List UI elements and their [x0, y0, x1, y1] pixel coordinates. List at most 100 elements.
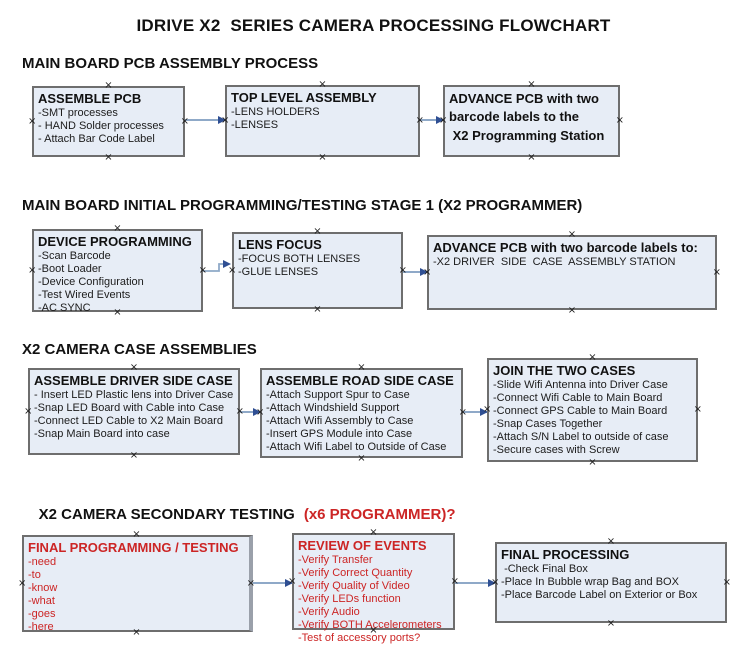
box-item: -Verify Transfer: [298, 553, 373, 566]
connection-handle-right[interactable]: ×: [615, 115, 624, 126]
box-items: -Scan Barcode-Boot Loader-Device Configu…: [38, 250, 197, 315]
connection-handle-right[interactable]: ×: [450, 575, 459, 587]
flow-arrow: [185, 116, 226, 124]
connection-handle-top[interactable]: ×: [318, 79, 327, 90]
connection-handle-left[interactable]: ×: [24, 405, 33, 417]
box-item: -LENSES: [231, 118, 279, 131]
box-item: -Place Barcode Label on Exterior or Box: [501, 588, 698, 601]
box-title: FINAL PROCESSING: [501, 547, 630, 562]
connection-handle-bottom[interactable]: ×: [113, 307, 122, 318]
flow-arrow: [420, 116, 444, 124]
connection-handle-bottom[interactable]: ×: [527, 152, 536, 163]
box-item: -Place In Bubble wrap Bag and BOX: [501, 575, 679, 588]
connection-handle-top[interactable]: ×: [567, 229, 577, 240]
connection-handle-right[interactable]: ×: [246, 577, 255, 589]
connection-handle-top[interactable]: ×: [588, 352, 597, 363]
flow-arrow: [463, 408, 488, 416]
connection-handle-top[interactable]: ×: [113, 223, 122, 234]
connection-handle-right[interactable]: ×: [693, 404, 702, 415]
connection-handle-bottom[interactable]: ×: [313, 304, 322, 315]
box-item: -to: [28, 568, 41, 581]
connection-handle-right[interactable]: ×: [235, 405, 244, 417]
section-header-case-assemblies: X2 CAMERA CASE ASSEMBLIES: [22, 341, 257, 358]
connection-handle-bottom[interactable]: ×: [357, 453, 366, 464]
box-item: - Insert LED Plastic lens into Driver Ca…: [34, 388, 234, 401]
box-item: -SMT processes: [38, 106, 118, 119]
flow-box-advance-pcb-to-programming-station[interactable]: × × × × ADVANCE PCB with two barcode lab…: [439, 80, 624, 163]
connection-handle-right[interactable]: ×: [198, 264, 207, 276]
connection-handle-bottom[interactable]: ×: [606, 618, 616, 629]
box-title: FINAL PROGRAMMING / TESTING: [28, 540, 239, 555]
box-item: -Boot Loader: [38, 262, 102, 275]
flow-box-assemble-pcb[interactable]: × × × × ASSEMBLE PCB -SMT processes- HAN…: [28, 81, 189, 163]
connection-handle-left[interactable]: ×: [28, 264, 37, 276]
box-items: -X2 DRIVER SIDE CASE ASSEMBLY STATION: [433, 256, 711, 269]
box-item: -know: [28, 581, 58, 594]
flow-box-assemble-road-side-case[interactable]: × × × × ASSEMBLE ROAD SIDE CASE -Attach …: [256, 363, 467, 464]
box-item: -Connect Wifi Cable to Main Board: [493, 391, 663, 404]
box-item: -Verify Audio: [298, 605, 360, 618]
box-items: -Attach Support Spur to Case-Attach Wind…: [266, 389, 457, 454]
connection-handle-top[interactable]: ×: [369, 527, 378, 538]
flow-box-lens-focus[interactable]: × × × × LENS FOCUS -FOCUS BOTH LENSES-GL…: [228, 227, 407, 315]
box-item: -Attach S/N Label to outside of case: [493, 430, 669, 443]
box-item: -need: [28, 555, 57, 568]
connection-handle-bottom[interactable]: ×: [132, 627, 141, 638]
connection-handle-top[interactable]: ×: [104, 80, 113, 91]
section-header-black-part: X2 CAMERA SECONDARY TESTING: [38, 506, 295, 523]
connection-handle-left[interactable]: ×: [221, 115, 230, 126]
connection-handle-bottom[interactable]: ×: [129, 450, 139, 461]
box-items: - Insert LED Plastic lens into Driver Ca…: [34, 389, 234, 441]
box-item: -Attach Wifi Assembly to Case: [266, 414, 414, 427]
box-item: -Verify BOTH Accelerometers: [298, 618, 442, 631]
connection-handle-bottom[interactable]: ×: [567, 305, 577, 316]
box-title: REVIEW OF EVENTS: [298, 538, 427, 553]
flow-box-review-of-events[interactable]: × × × × REVIEW OF EVENTS -Verify Transfe…: [288, 528, 459, 644]
flow-box-final-programming-testing[interactable]: × × × × FINAL PROGRAMMING / TESTING -nee…: [18, 530, 255, 638]
flow-arrow-elbow: [203, 260, 231, 272]
connection-handle-left[interactable]: ×: [483, 404, 492, 415]
connection-handle-right[interactable]: ×: [180, 115, 189, 127]
connection-handle-top[interactable]: ×: [132, 529, 141, 540]
section-header-secondary-testing: X2 CAMERA SECONDARY TESTING (x6 PROGRAMME…: [22, 489, 456, 540]
flow-box-final-processing[interactable]: × × × × FINAL PROCESSING -Check Final Bo…: [491, 537, 731, 629]
connection-handle-top[interactable]: ×: [527, 79, 536, 90]
connection-handle-right[interactable]: ×: [712, 266, 721, 278]
connection-handle-left[interactable]: ×: [423, 266, 432, 278]
flow-box-join-the-two-cases[interactable]: × × × × JOIN THE TWO CASES -Slide Wifi A…: [483, 353, 702, 468]
connection-handle-right[interactable]: ×: [722, 576, 731, 588]
connection-handle-bottom[interactable]: ×: [588, 457, 597, 468]
connection-handle-right[interactable]: ×: [398, 264, 407, 276]
connection-handle-left[interactable]: ×: [18, 577, 27, 589]
connection-handle-bottom[interactable]: ×: [369, 625, 378, 636]
box-item: -Attach Windshield Support: [266, 401, 400, 414]
box-items: -Slide Wifi Antenna into Driver Case-Con…: [493, 379, 692, 457]
connection-handle-right[interactable]: ×: [415, 115, 424, 126]
connection-handle-left[interactable]: ×: [439, 115, 448, 126]
box-item: -AC SYNC: [38, 301, 91, 314]
connection-handle-top[interactable]: ×: [129, 362, 139, 373]
section-header-pcb-assembly: MAIN BOARD PCB ASSEMBLY PROCESS: [22, 55, 319, 72]
flow-box-top-level-assembly[interactable]: × × × × TOP LEVEL ASSEMBLY -LENS HOLDERS…: [221, 80, 424, 163]
connection-handle-bottom[interactable]: ×: [104, 152, 113, 163]
connection-handle-left[interactable]: ×: [288, 575, 297, 587]
connection-handle-left[interactable]: ×: [256, 407, 265, 418]
section-header-red-part: (x6 PROGRAMMER)?: [303, 506, 456, 523]
connection-handle-left[interactable]: ×: [491, 576, 500, 588]
box-item: -Snap Cases Together: [493, 417, 603, 430]
connection-handle-left[interactable]: ×: [28, 115, 37, 127]
connection-handle-bottom[interactable]: ×: [318, 152, 327, 163]
flow-box-assemble-driver-side-case[interactable]: × × × × ASSEMBLE DRIVER SIDE CASE - Inse…: [24, 363, 244, 461]
connection-handle-right[interactable]: ×: [458, 407, 467, 418]
flow-box-advance-pcb-to-case-assembly[interactable]: × × × × ADVANCE PCB with two barcode lab…: [423, 230, 721, 316]
connection-handle-left[interactable]: ×: [228, 264, 237, 276]
box-title: ASSEMBLE PCB: [38, 91, 142, 106]
connection-handle-top[interactable]: ×: [313, 226, 322, 237]
box-item: -Check Final Box: [501, 562, 588, 575]
connection-handle-top[interactable]: ×: [606, 536, 616, 547]
section-header-initial-programming: MAIN BOARD INITIAL PROGRAMMING/TESTING S…: [22, 197, 583, 214]
connection-handle-top[interactable]: ×: [357, 362, 366, 373]
box-item: -Connect LED Cable to X2 Main Board: [34, 414, 223, 427]
flow-box-device-programming[interactable]: × × × × DEVICE PROGRAMMING -Scan Barcode…: [28, 224, 207, 318]
box-title: JOIN THE TWO CASES: [493, 363, 636, 378]
